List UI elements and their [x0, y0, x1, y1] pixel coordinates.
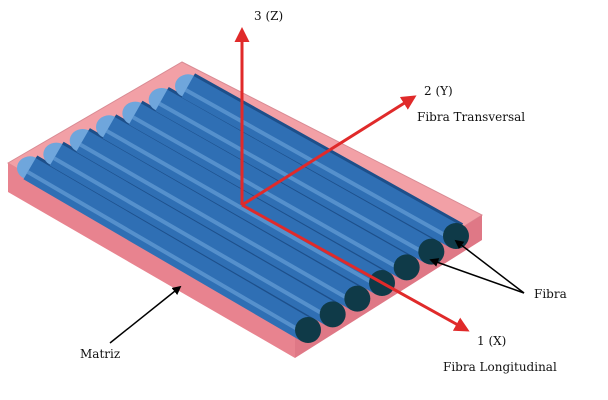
fiber	[175, 73, 469, 249]
axis-y-caption: Fibra Transversal	[417, 110, 525, 124]
fiber-end	[393, 254, 420, 281]
fiber-label: Fibra	[534, 287, 567, 301]
axis-x-label: 1 (X)	[477, 334, 506, 348]
fiber-highlight	[26, 170, 307, 336]
leader-lines	[109, 239, 525, 344]
axis-y-arrow	[241, 95, 417, 207]
fiber-group	[17, 73, 469, 343]
fiber-end	[443, 223, 469, 249]
axis-x-caption: Fibra Longitudinal	[443, 360, 557, 374]
fiber-leader-upper	[454, 239, 525, 294]
fiber-highlight	[132, 115, 406, 274]
fiber-end	[344, 285, 371, 312]
matrix-label: Matriz	[80, 347, 120, 361]
fiber-end	[319, 301, 346, 328]
matrix-leader	[109, 285, 182, 344]
fiber-highlight	[105, 129, 381, 289]
fiber-end	[418, 238, 445, 265]
fiber-highlight	[158, 101, 431, 258]
axis-x-arrow	[241, 203, 470, 332]
axis-y-label: 2 (Y)	[424, 84, 453, 98]
fiber-highlight	[79, 142, 357, 305]
labels: 3 (Z) 2 (Y) Fibra Transversal Fibra 1 (X…	[80, 9, 567, 374]
fiber-highlight	[184, 88, 455, 242]
fiber-highlight	[53, 156, 332, 321]
axes	[234, 27, 470, 332]
fiber-leader-lower	[429, 258, 525, 294]
fiber-end	[295, 317, 321, 343]
axis-z-label: 3 (Z)	[254, 9, 283, 23]
